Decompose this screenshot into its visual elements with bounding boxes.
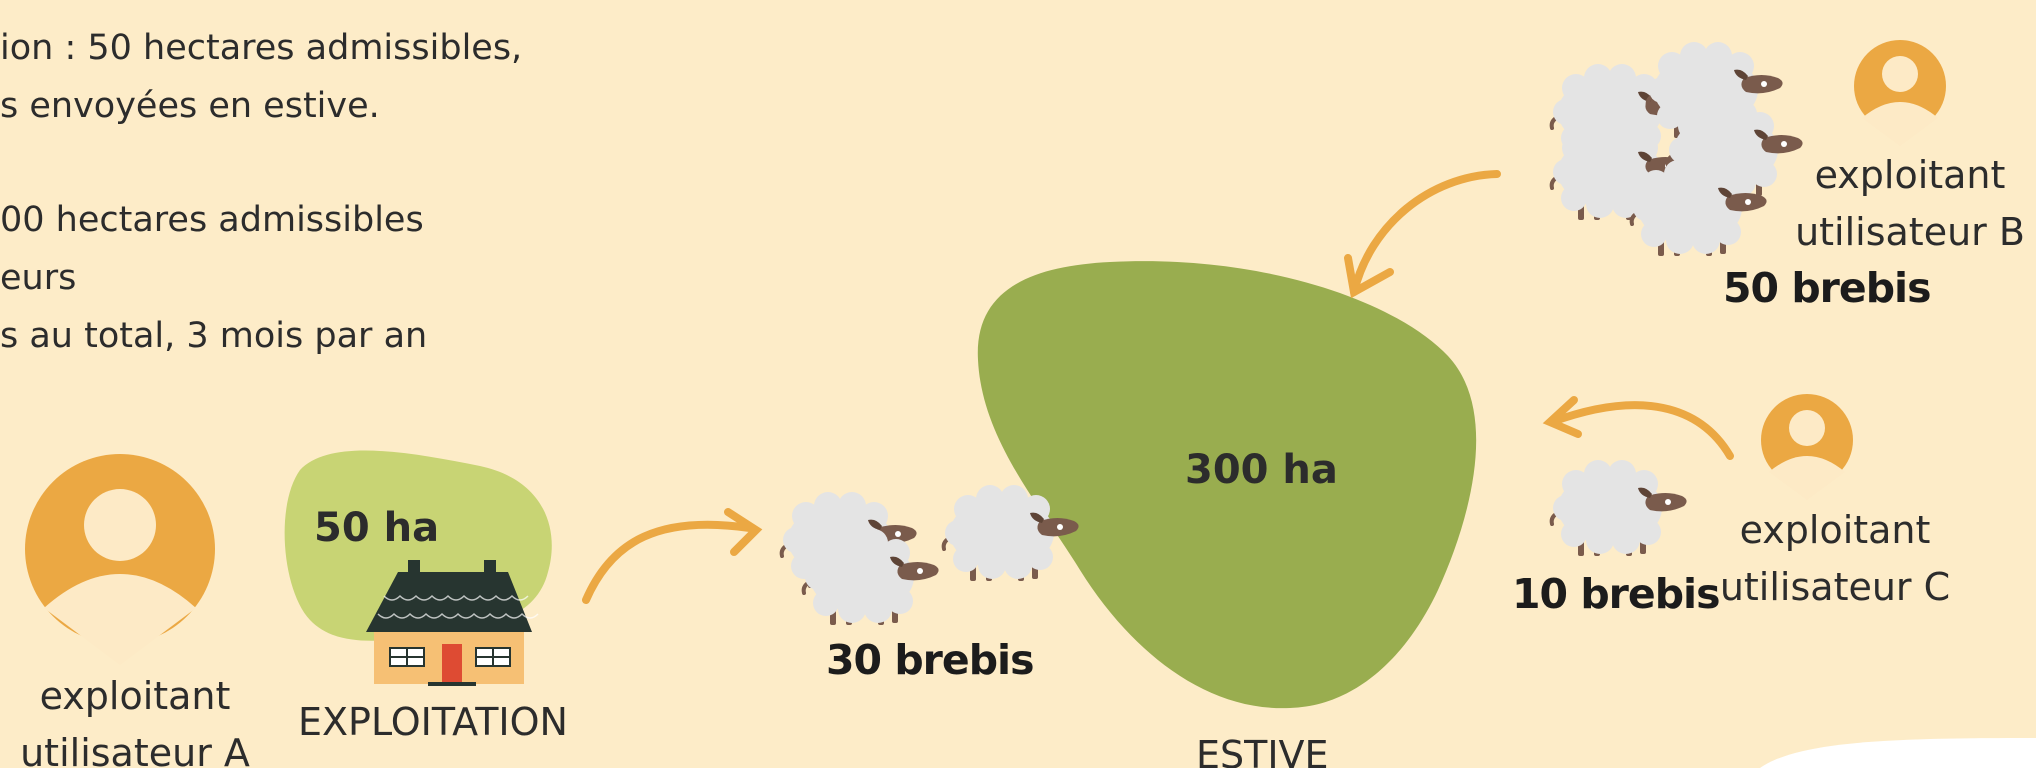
flock-a-sheep [782, 485, 1079, 625]
flock-a-count: 30 brebis [826, 636, 1034, 684]
arrow-exploitation-to-flock [586, 512, 756, 600]
farmer-a-label: exploitant utilisateur A [0, 668, 270, 768]
farmer-a-line1: exploitant [0, 668, 270, 725]
exploitation-area: 50 ha [314, 505, 439, 551]
farmer-a-avatar [25, 454, 215, 665]
farmer-c-avatar [1761, 394, 1853, 500]
farmer-b-line2: utilisateur B [1785, 204, 2035, 261]
estive-label: ESTIVE [1196, 733, 1329, 768]
farmer-c-label: exploitant utilisateur C [1710, 502, 1960, 616]
farmer-c-line1: exploitant [1710, 502, 1960, 559]
farmer-c-line2: utilisateur C [1710, 559, 1960, 616]
exploitation-label: EXPLOITATION [298, 700, 568, 744]
flock-b-count: 50 brebis [1723, 264, 1931, 312]
arrow-farmer-b-to-estive [1348, 174, 1497, 292]
flock-b-sheep [1552, 42, 1803, 256]
farmer-a-line2: utilisateur A [0, 725, 270, 768]
flock-c-sheep [1552, 460, 1687, 556]
farmer-b-avatar [1854, 40, 1946, 146]
farmer-b-line1: exploitant [1785, 147, 2035, 204]
estive-area: 300 ha [1185, 447, 1338, 493]
arrow-farmer-c-to-estive [1550, 400, 1730, 456]
flock-c-count: 10 brebis [1512, 570, 1720, 618]
farmer-b-label: exploitant utilisateur B [1785, 147, 2035, 261]
corner-shape [1760, 738, 2036, 768]
